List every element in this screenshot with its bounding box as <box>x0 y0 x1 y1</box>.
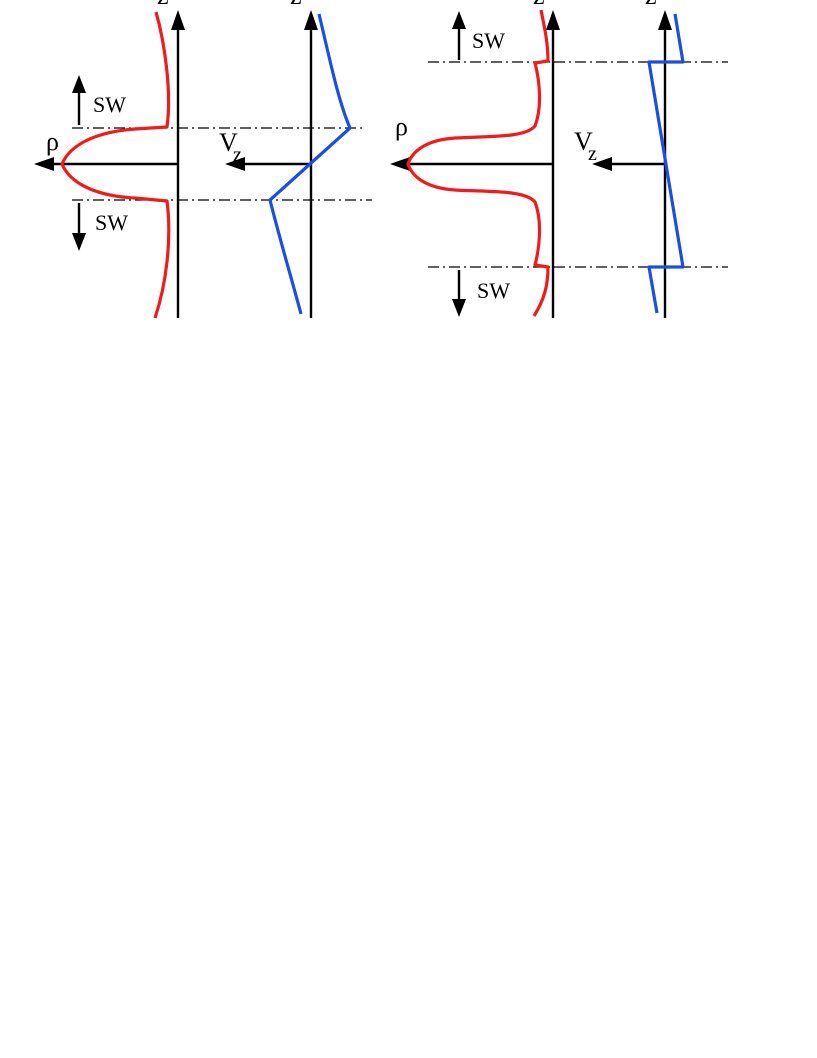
right-velocity-z-axis-arrow <box>658 10 672 30</box>
left-vz-label: V <box>219 128 238 157</box>
right-vz-label: V <box>574 127 593 156</box>
right-density-rho-axis-arrow <box>390 157 410 171</box>
left-velocity-z-label: z <box>290 0 302 10</box>
left-lower-sw-label: SW <box>95 210 128 235</box>
right-velocity-curve <box>647 13 685 314</box>
right-rho-label: ρ <box>395 112 408 141</box>
left-vz-subscript: z <box>233 144 242 166</box>
right-density-z-label: z <box>533 0 545 10</box>
right-velocity-z-label: z <box>645 0 657 10</box>
left-velocity-vz-axis-arrow <box>225 157 245 171</box>
left-upper-sw-arrowhead <box>72 75 86 93</box>
left-density-z-label: z <box>157 0 169 10</box>
left-density-curve <box>60 11 171 319</box>
right-density-z-axis-arrow <box>546 10 560 30</box>
right-upper-sw-label: SW <box>472 28 505 53</box>
right-lower-sw-label: SW <box>477 278 510 303</box>
left-density-rho-axis-arrow <box>34 157 54 171</box>
right-lower-sw-arrowhead <box>452 299 466 317</box>
left-velocity-z-axis-arrow <box>304 10 318 30</box>
right-velocity-vz-axis-arrow <box>592 157 612 171</box>
left-lower-sw-arrowhead <box>72 233 86 251</box>
right-vz-subscript: z <box>588 143 597 165</box>
left-panel: z z ρ V z SW SW <box>34 0 372 319</box>
right-upper-sw-arrowhead <box>452 11 466 29</box>
right-density-curve <box>406 9 550 317</box>
left-velocity-curve <box>268 13 352 315</box>
left-density-z-axis-arrow <box>171 10 185 30</box>
left-upper-sw-label: SW <box>93 92 126 117</box>
left-rho-label: ρ <box>46 127 59 156</box>
right-panel: z z ρ V z SW SW <box>390 0 728 318</box>
